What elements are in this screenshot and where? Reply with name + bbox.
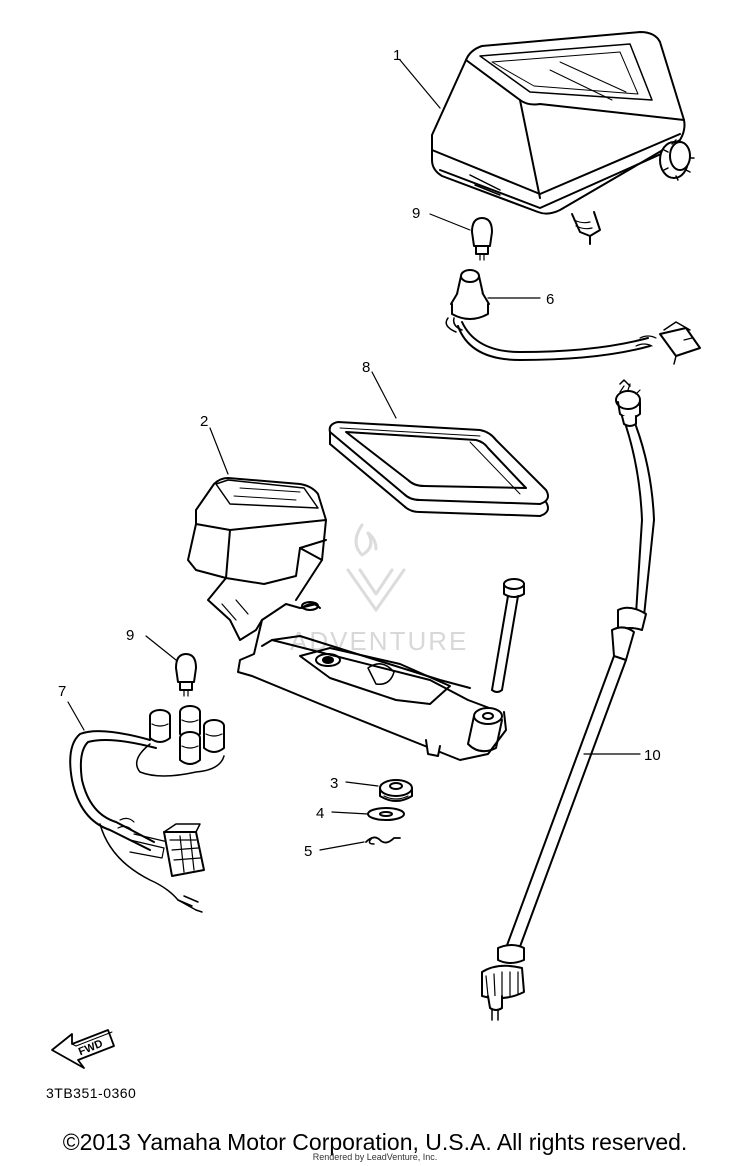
callout-10: 10 xyxy=(644,747,661,764)
part-5-clip[interactable] xyxy=(365,836,401,845)
leader-9-lower xyxy=(145,635,177,661)
part-9-bulb-upper[interactable] xyxy=(471,217,493,261)
callout-3: 3 xyxy=(330,775,338,792)
watermark-logo xyxy=(346,523,406,612)
part-9-bulb-lower[interactable] xyxy=(175,653,197,697)
callout-9-lower: 9 xyxy=(126,627,134,644)
callout-4: 4 xyxy=(316,805,324,822)
leader-4 xyxy=(331,811,369,815)
copyright-notice: ©2013 Yamaha Motor Corporation, U.S.A. A… xyxy=(62,1129,688,1155)
part-10-speedometer-cable[interactable] xyxy=(481,379,655,1021)
diagram-code: 3TB351-0360 xyxy=(46,1085,137,1101)
part-6-meter-lead[interactable] xyxy=(445,269,701,365)
part-2-meter-case[interactable] xyxy=(187,477,507,761)
callout-1: 1 xyxy=(393,47,401,64)
part-4-washer[interactable] xyxy=(367,807,405,821)
callout-7: 7 xyxy=(58,683,66,700)
forward-direction-arrow xyxy=(51,1029,115,1069)
leader-3 xyxy=(345,781,379,787)
leader-9-upper xyxy=(429,213,471,231)
mounting-bolt xyxy=(491,578,525,693)
leader-5 xyxy=(319,841,365,851)
leader-1 xyxy=(399,59,441,109)
callout-2: 2 xyxy=(200,413,208,430)
bulb-sockets xyxy=(149,705,225,765)
part-1-meter-assembly[interactable] xyxy=(431,31,695,245)
callout-6: 6 xyxy=(546,291,554,308)
callout-8: 8 xyxy=(362,359,370,376)
callout-9-upper: 9 xyxy=(412,205,420,222)
leader-7 xyxy=(67,701,85,731)
part-7-meter-harness[interactable] xyxy=(69,705,225,913)
part-8-gasket[interactable] xyxy=(328,421,549,517)
trip-reset-knob xyxy=(659,139,695,181)
leader-2 xyxy=(209,427,229,475)
part-3-grommet[interactable] xyxy=(379,779,413,802)
leader-8 xyxy=(371,371,397,419)
renderer-note: Rendered by LeadVenture, Inc. xyxy=(312,1152,438,1162)
callout-5: 5 xyxy=(304,843,312,860)
